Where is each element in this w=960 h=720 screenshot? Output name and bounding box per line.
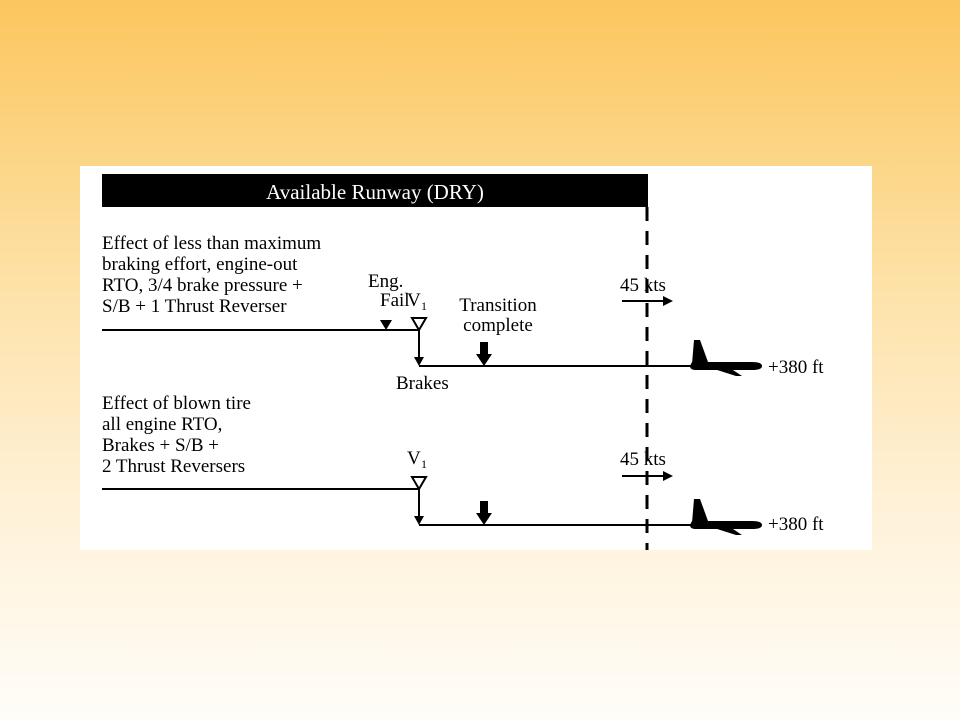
scenario-1-line-4: S/B + 1 Thrust Reverser [102, 296, 287, 317]
v1-subscript-2: 1 [421, 457, 427, 471]
overrun-label-2: +380 ft [768, 514, 824, 535]
header-title: Available Runway (DRY) [266, 180, 484, 204]
scenario-1-line-1: Effect of less than maximum [102, 233, 321, 254]
scenario-1: Effect of less than maximum braking effo… [102, 233, 824, 394]
speed-label-2: 45 kts [620, 449, 666, 470]
speed-label-1: 45 kts [620, 275, 666, 296]
transition-complete-arrow-2 [476, 501, 492, 525]
brakes-arrow-2 [414, 516, 424, 525]
v1-label: V [407, 290, 421, 311]
v1-subscript: 1 [421, 299, 427, 313]
transition-label-2: complete [463, 315, 533, 336]
transition-complete-arrow [476, 342, 492, 366]
scenario-2: Effect of blown tire all engine RTO, Bra… [102, 393, 824, 535]
brakes-label: Brakes [396, 373, 449, 394]
brakes-arrow [414, 357, 424, 366]
runway-diagram: Available Runway (DRY) Effect of less th… [102, 174, 824, 550]
speed-arrow-head-2 [663, 471, 673, 481]
v1-marker [410, 317, 428, 332]
eng-label: Eng. [368, 271, 403, 292]
scenario-2-line-4: 2 Thrust Reversers [102, 456, 245, 477]
scenario-1-line-2: braking effort, engine-out [102, 254, 298, 275]
scenario-2-line-3: Brakes + S/B + [102, 435, 219, 456]
diagram-panel: Available Runway (DRY) Effect of less th… [80, 166, 872, 550]
engine-fail-marker [380, 320, 392, 330]
v1-marker-2 [410, 476, 428, 491]
scenario-2-line-2: all engine RTO, [102, 414, 222, 435]
header-bar [102, 174, 648, 207]
overrun-label-1: +380 ft [768, 357, 824, 378]
airplane-icon [690, 340, 762, 376]
fail-label: Fail [380, 290, 410, 311]
scenario-1-line-3: RTO, 3/4 brake pressure + [102, 275, 303, 296]
scenario-2-line-1: Effect of blown tire [102, 393, 251, 414]
airplane-icon-2 [690, 499, 762, 535]
speed-arrow-head-1 [663, 296, 673, 306]
v1-label-2: V [407, 448, 421, 469]
transition-label-1: Transition [459, 295, 537, 316]
